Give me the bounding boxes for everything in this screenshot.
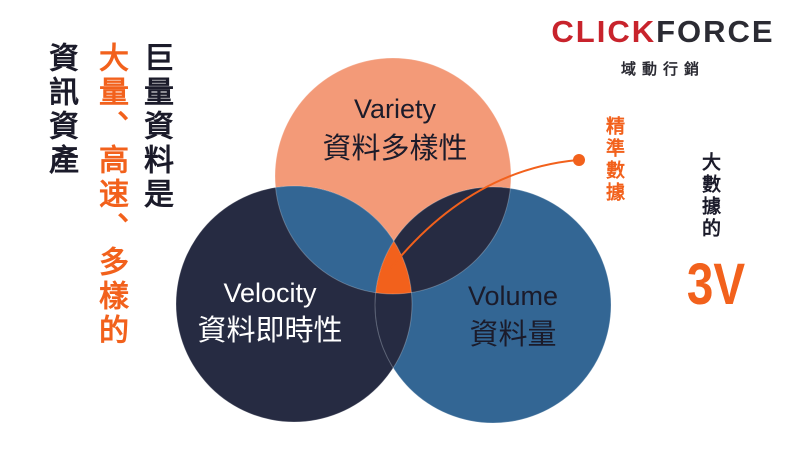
phrase-volume-velocity-variety: 大量、高速、多樣的 <box>93 42 128 348</box>
variety-volume-overlap <box>375 187 511 294</box>
brand-tagline: 域動行銷 <box>620 60 705 78</box>
phrase-big-data-is: 巨量資料是 <box>138 42 173 212</box>
three-v-label: 3V <box>686 252 746 317</box>
variety-title: Variety <box>354 94 437 124</box>
volume-title: Volume <box>468 281 558 311</box>
big-data-label: 大數據的 <box>699 152 721 240</box>
callout-line <box>390 159 579 269</box>
variety-subtitle: 資料多樣性 <box>322 132 467 165</box>
volume-subtitle: 資料量 <box>469 318 556 351</box>
variety-velocity-overlap <box>275 186 412 294</box>
velocity-subtitle: 資料即時性 <box>197 314 342 347</box>
precise-data-label: 精準數據 <box>603 116 625 204</box>
callout-dot <box>573 154 585 166</box>
clickforce-logo: CLICKFORCE <box>551 14 775 49</box>
velocity-title: Velocity <box>223 278 317 308</box>
phrase-info-assets: 資訊資產 <box>43 42 78 178</box>
